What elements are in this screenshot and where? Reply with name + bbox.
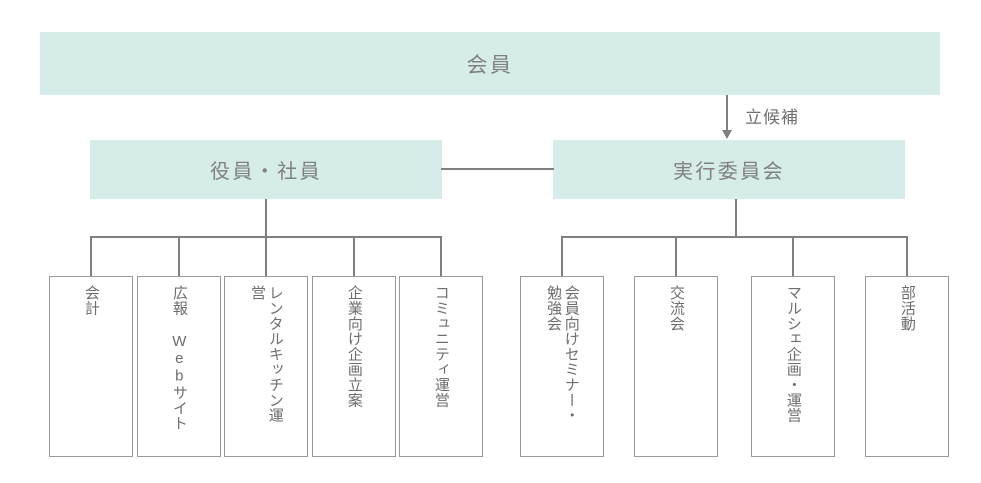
node-committee-label: 実行委員会 [673,161,785,183]
leaf-club[interactable]: 部活動 [865,276,949,457]
edge-drop-seminar [561,236,563,276]
edge-drop-marche [792,236,794,276]
leaf-pr-web-text: 広報 Webサイト [170,285,188,431]
node-members[interactable]: 会員 [40,32,940,95]
leaf-community-text: コミュニティ運営 [432,285,450,408]
edge-committee-drop [735,199,737,237]
edge-drop-accounting [90,236,92,276]
leaf-networking[interactable]: 交流会 [634,276,718,457]
leaf-accounting[interactable]: 会計 [49,276,133,457]
edge-drop-pr-web [178,236,180,276]
leaf-corporate-planning[interactable]: 企業向け企画立案 [312,276,396,457]
leaf-marche[interactable]: マルシェ企画・運営 [751,276,835,457]
node-officers-label: 役員・社員 [210,161,322,183]
down-arrow-icon [722,130,732,139]
edge-label-candidacy: 立候補 [745,108,800,127]
leaf-corporate-planning-text: 企業向け企画立案 [345,285,363,408]
leaf-accounting-text: 会計 [82,285,100,316]
node-committee[interactable]: 実行委員会 [553,140,905,199]
leaf-marche-text: マルシェ企画・運営 [784,285,802,423]
edge-drop-rental-kitchen [265,236,267,276]
leaf-text-overflow-column: 営 [249,285,266,301]
node-officers[interactable]: 役員・社員 [90,140,442,199]
node-members-label: 会員 [466,53,514,77]
edge-committee-bus [561,236,907,238]
leaf-rental-kitchen-text: レンタルキッチン運 営 [249,285,284,423]
leaf-club-text: 部活動 [898,285,916,331]
edge-drop-corporate-planning [353,236,355,276]
leaf-networking-text: 交流会 [667,285,685,331]
edge-drop-club [906,236,908,276]
edge-officers-committee [441,168,554,170]
edge-drop-networking [675,236,677,276]
leaf-seminar-text: 会員向けセミナー・ 勉強会 [545,285,580,423]
leaf-rental-kitchen[interactable]: レンタルキッチン運 営 [224,276,308,457]
leaf-text-overflow-column: 勉強会 [545,285,562,331]
edge-members-to-committee-line [726,95,728,131]
edge-officers-drop [265,199,267,237]
edge-drop-community [440,236,442,276]
leaf-community[interactable]: コミュニティ運営 [399,276,483,457]
leaf-pr-web[interactable]: 広報 Webサイト [137,276,221,457]
leaf-seminar[interactable]: 会員向けセミナー・ 勉強会 [520,276,604,457]
